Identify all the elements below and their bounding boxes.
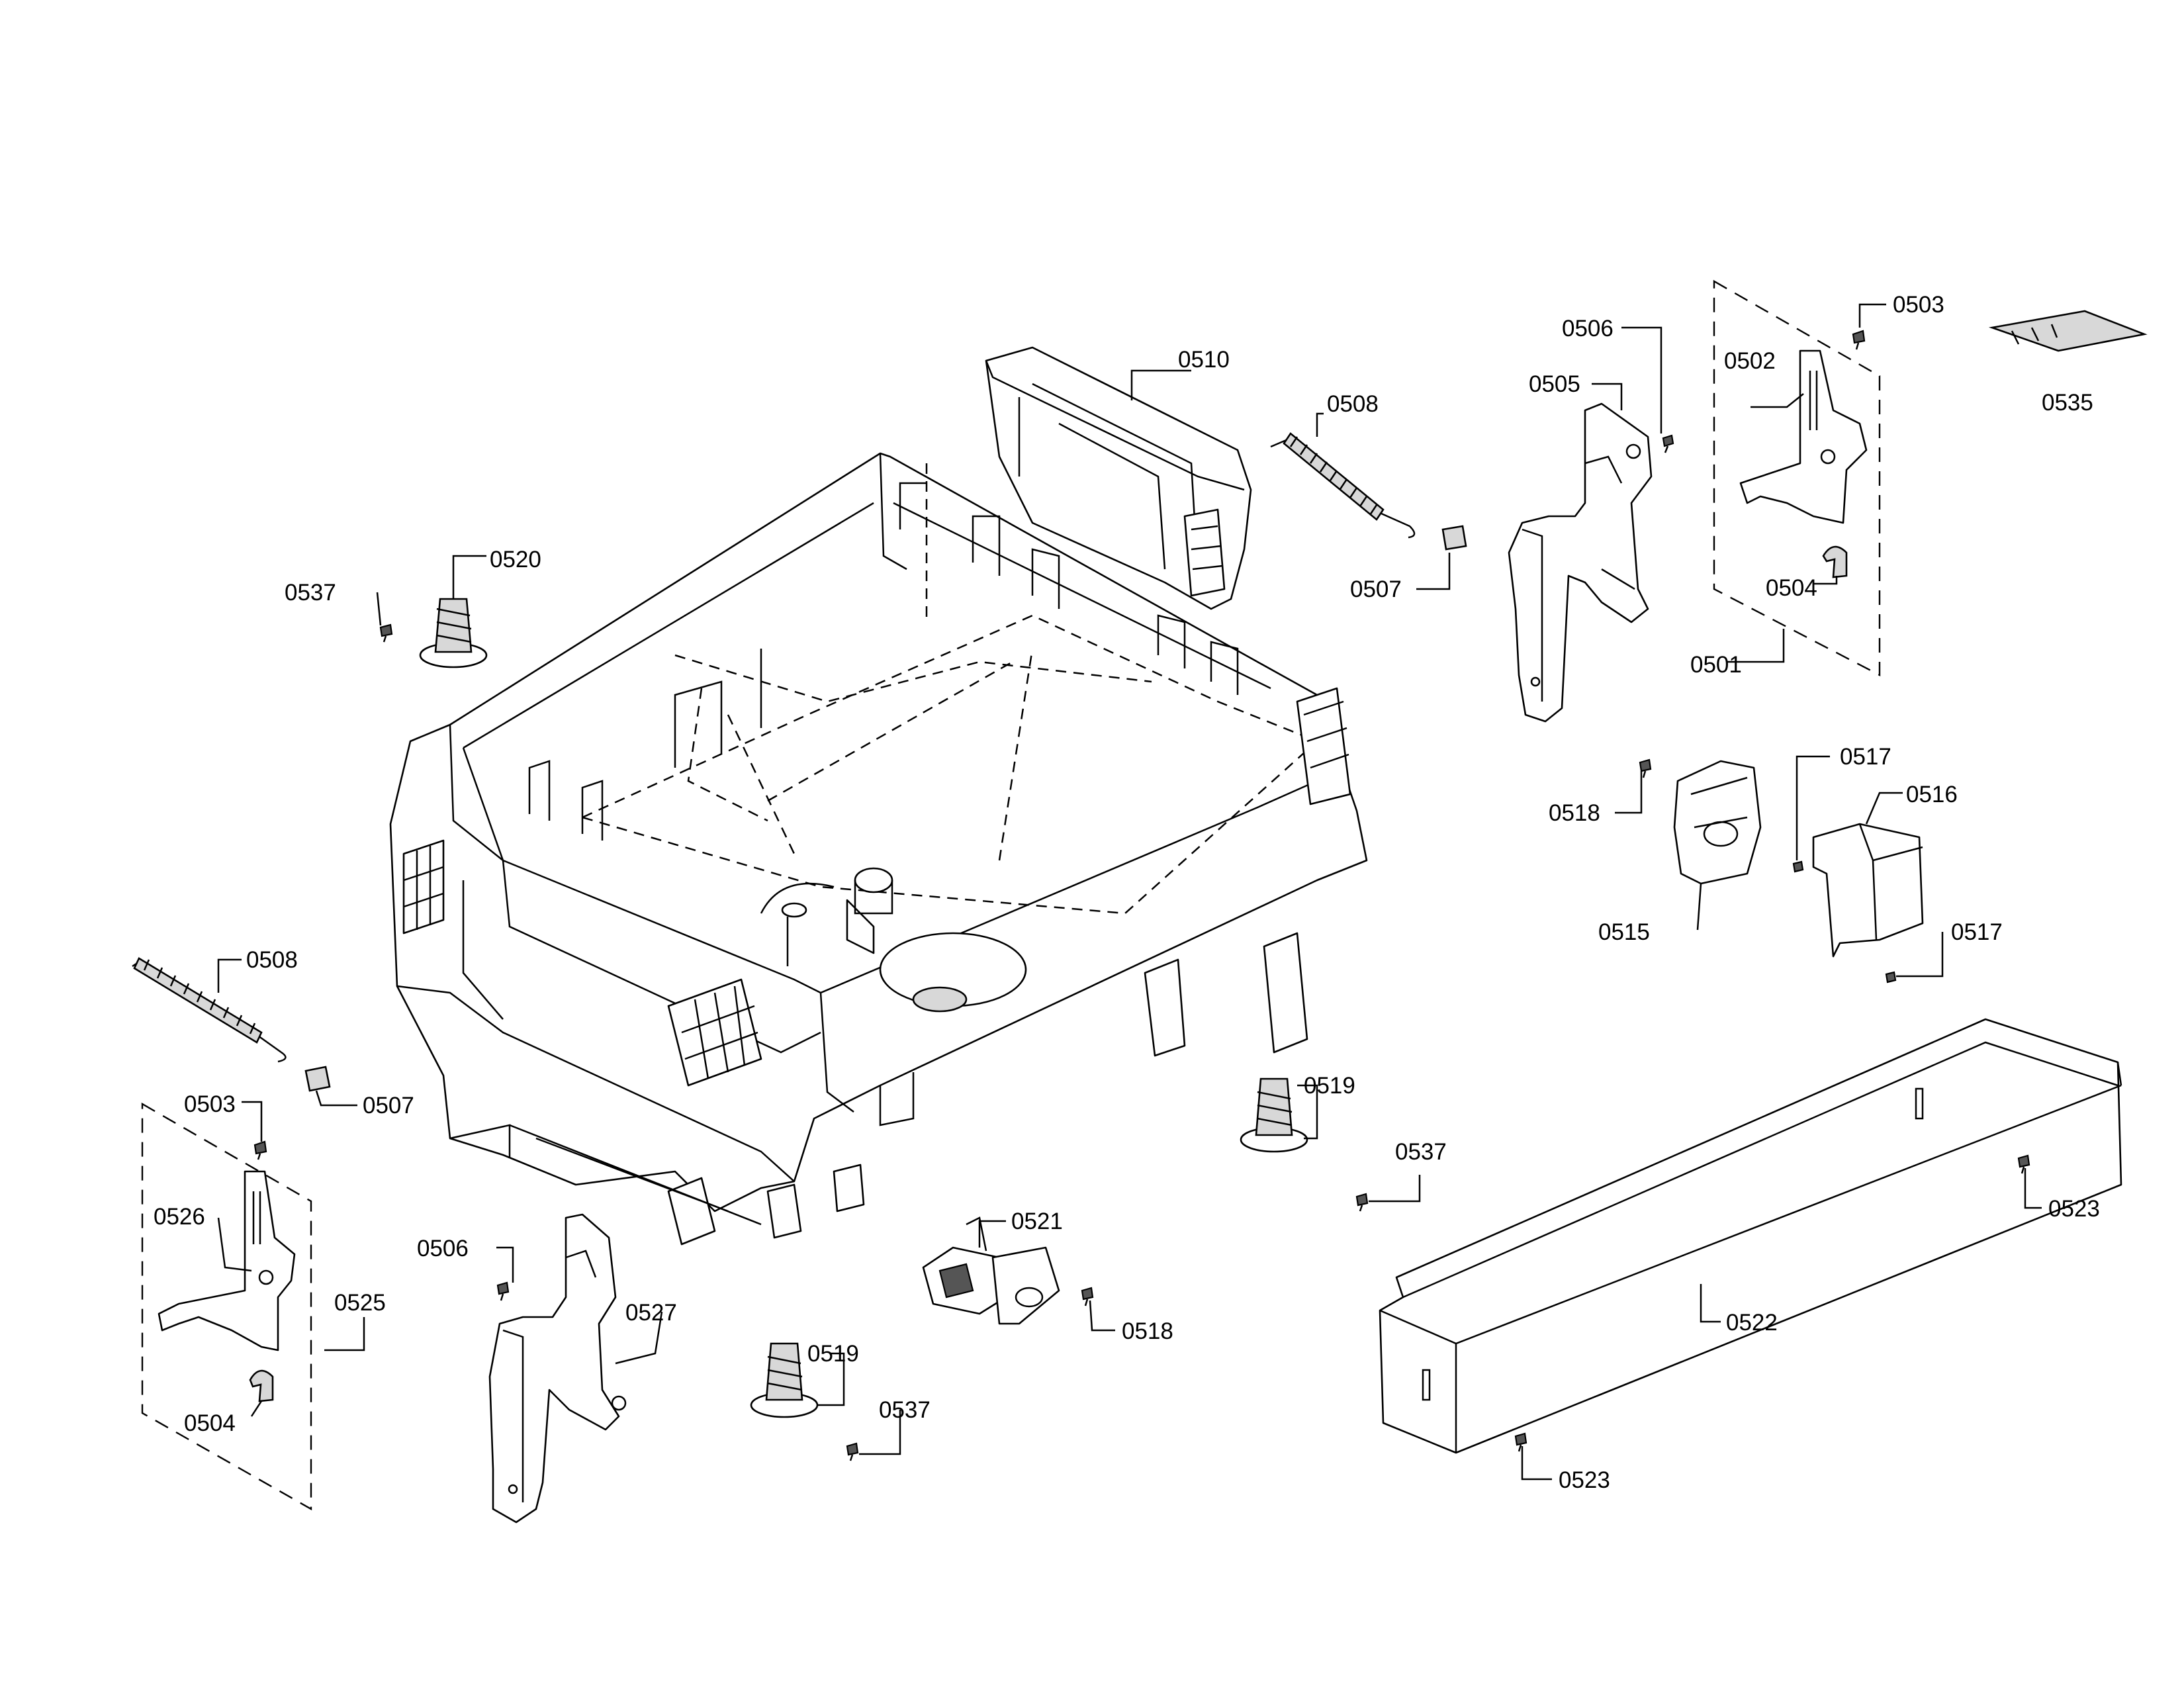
screw-0523-right-part bbox=[2017, 1154, 2030, 1174]
screw-0537-top-part bbox=[379, 623, 393, 643]
callout-0517-mid: 0517 bbox=[1951, 919, 2003, 945]
callout-0515: 0515 bbox=[1598, 919, 1650, 945]
callout-0507-top: 0507 bbox=[1350, 576, 1402, 602]
callout-0506-left: 0506 bbox=[417, 1236, 469, 1261]
screw-0506-top-part bbox=[1662, 434, 1674, 453]
bracket-0515-part bbox=[1673, 760, 1762, 885]
hinge-bracket-left-part bbox=[488, 1213, 627, 1524]
cover-0516-part bbox=[1812, 823, 1924, 958]
hardware-bag-part bbox=[1988, 310, 2148, 352]
hinge-clip-left-part bbox=[249, 1369, 274, 1402]
callout-0519-low: 0519 bbox=[807, 1341, 859, 1367]
callout-0516: 0516 bbox=[1906, 782, 1958, 807]
leveling-leg-mid-part bbox=[1240, 1077, 1308, 1153]
callout-0526: 0526 bbox=[154, 1204, 205, 1230]
callout-0521: 0521 bbox=[1011, 1209, 1063, 1234]
leveling-leg-top-part bbox=[419, 598, 488, 668]
screw-0537-mid-part bbox=[1355, 1193, 1369, 1212]
hinge-clip-top-part bbox=[1822, 545, 1848, 578]
callout-0537-mid: 0537 bbox=[1395, 1139, 1447, 1165]
callout-labels: 0510 0508 0507 0506 0505 0503 0502 0504 … bbox=[154, 292, 2100, 1493]
callout-0527: 0527 bbox=[625, 1300, 677, 1326]
spring-left-part bbox=[132, 957, 287, 1063]
screw-0517-mid-part bbox=[1885, 971, 1897, 983]
hinge-plate-part bbox=[1739, 349, 1868, 524]
screw-0523-low-part bbox=[1514, 1432, 1527, 1452]
callout-0518-mid: 0518 bbox=[1122, 1318, 1173, 1344]
callout-0523-low: 0523 bbox=[1559, 1467, 1610, 1493]
control-housing-part bbox=[985, 346, 1252, 610]
valve-0521-part bbox=[922, 1216, 1060, 1325]
callout-0510: 0510 bbox=[1178, 347, 1230, 373]
screw-0503-left-part bbox=[253, 1140, 267, 1160]
callout-0503-left: 0503 bbox=[184, 1091, 236, 1117]
spring-clip-top-part bbox=[1441, 525, 1467, 551]
callout-0505: 0505 bbox=[1529, 371, 1580, 397]
hinge-bracket-top-part bbox=[1508, 402, 1653, 723]
leader-lines bbox=[217, 303, 2042, 1481]
callout-0508-left: 0508 bbox=[246, 947, 298, 973]
hinge-assembly-left-group-box bbox=[141, 1102, 312, 1511]
callout-0523-right: 0523 bbox=[2048, 1196, 2100, 1222]
callout-0537-low: 0537 bbox=[879, 1397, 931, 1423]
callout-0525: 0525 bbox=[334, 1290, 386, 1316]
screw-0503-top-part bbox=[1852, 330, 1866, 350]
callout-0503-top: 0503 bbox=[1893, 292, 1944, 318]
callout-0507-left: 0507 bbox=[363, 1093, 414, 1119]
callout-0535: 0535 bbox=[2042, 390, 2093, 416]
hinge-plate-left-part bbox=[158, 1170, 296, 1351]
callout-0518-top: 0518 bbox=[1549, 800, 1600, 826]
kick-panel-part bbox=[1379, 1018, 2122, 1454]
callout-0520: 0520 bbox=[490, 547, 541, 572]
callout-0537-top: 0537 bbox=[285, 580, 336, 606]
screw-0506-left-part bbox=[496, 1281, 510, 1301]
screw-0537-low-part bbox=[846, 1442, 859, 1461]
callout-0504-top: 0504 bbox=[1766, 575, 1817, 601]
callout-0517-top: 0517 bbox=[1840, 744, 1891, 770]
screw-0518-mid-part bbox=[1081, 1287, 1094, 1306]
callout-0501: 0501 bbox=[1690, 652, 1742, 678]
callout-0504-left: 0504 bbox=[184, 1410, 236, 1436]
screw-0517-top-part bbox=[1792, 860, 1804, 873]
spring-clip-left-part bbox=[304, 1066, 331, 1092]
screw-0518-top-part bbox=[1639, 758, 1652, 778]
leveling-leg-low-part bbox=[750, 1342, 819, 1418]
callout-0506-top: 0506 bbox=[1562, 316, 1614, 342]
spring-top-part bbox=[1270, 432, 1416, 539]
callout-0519-mid: 0519 bbox=[1304, 1073, 1355, 1099]
hinge-assembly-group-box bbox=[1713, 279, 1881, 676]
callout-0502: 0502 bbox=[1724, 348, 1776, 374]
callout-0508-top: 0508 bbox=[1327, 391, 1379, 417]
base-frame-part bbox=[389, 452, 1368, 1246]
callout-0522: 0522 bbox=[1726, 1310, 1778, 1336]
